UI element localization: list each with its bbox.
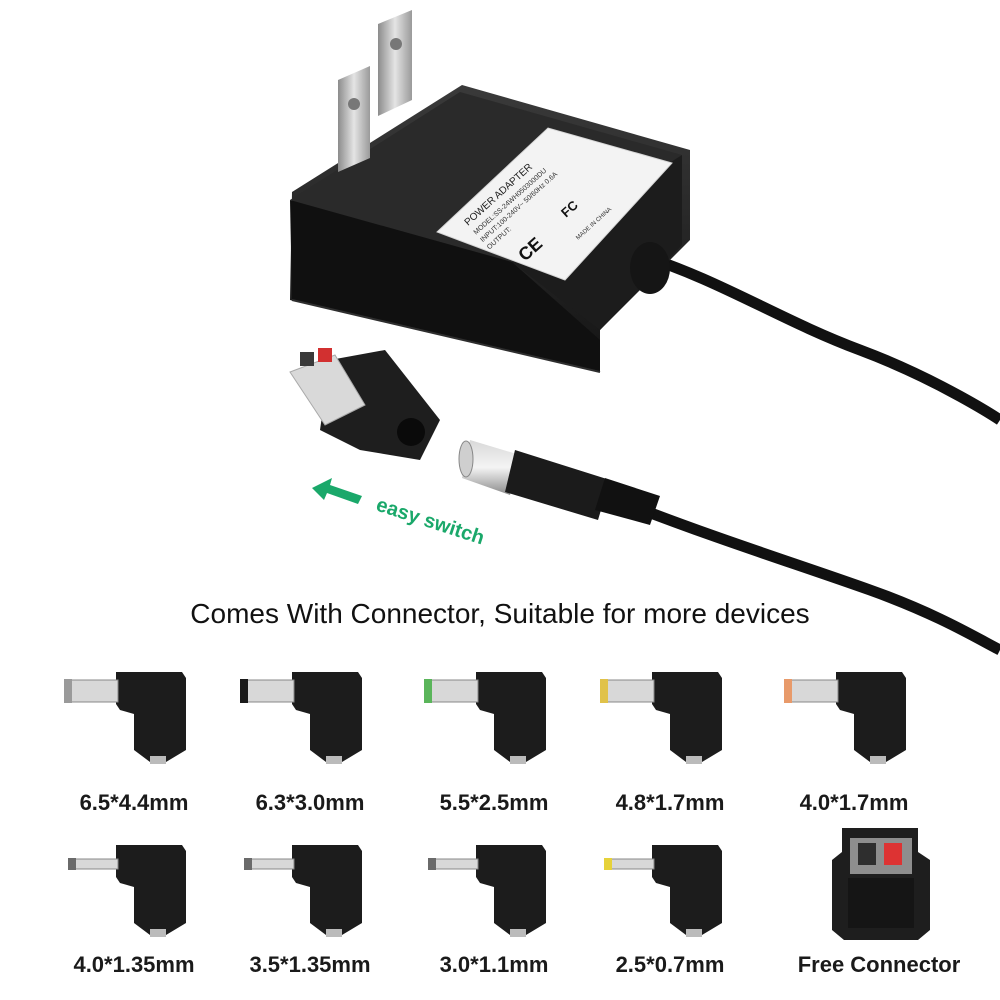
heading: Comes With Connector, Suitable for more … <box>190 598 810 629</box>
tip-label: 6.3*3.0mm <box>255 790 365 815</box>
free-connector-label: Free Connector <box>797 952 961 977</box>
screw-terminal-connector <box>289 348 440 460</box>
connector-tip <box>244 845 362 937</box>
connector-tip <box>600 672 722 764</box>
tip-label: 3.0*1.1mm <box>439 952 549 977</box>
cable <box>638 249 1000 425</box>
tip-label: 2.5*0.7mm <box>615 952 725 977</box>
tip-label: 4.0*1.7mm <box>799 790 909 815</box>
easy-switch-arrow <box>312 478 362 504</box>
tip-label: 4.0*1.35mm <box>73 952 195 977</box>
connector-tip <box>64 672 186 764</box>
free-connector-image <box>832 828 930 940</box>
tip-label: 6.5*4.4mm <box>79 790 189 815</box>
connector-tips <box>64 672 906 937</box>
connector-tip <box>604 845 722 937</box>
tip-label: 5.5*2.5mm <box>439 790 549 815</box>
easy-switch-text: easy switch <box>373 494 487 550</box>
cable-lower <box>628 499 1000 655</box>
connector-tip <box>68 845 186 937</box>
tip-label: 3.5*1.35mm <box>249 952 371 977</box>
connector-tip <box>428 845 546 937</box>
tip-label: 4.8*1.7mm <box>615 790 725 815</box>
dc-barrel-plug <box>458 440 660 525</box>
connector-tip <box>424 672 546 764</box>
plug-prongs <box>338 10 412 172</box>
connector-tip <box>784 672 906 764</box>
power-adapter: POWER ADAPTER MODEL:SS-24WH0503000DU INP… <box>290 85 690 373</box>
connector-tip <box>240 672 362 764</box>
